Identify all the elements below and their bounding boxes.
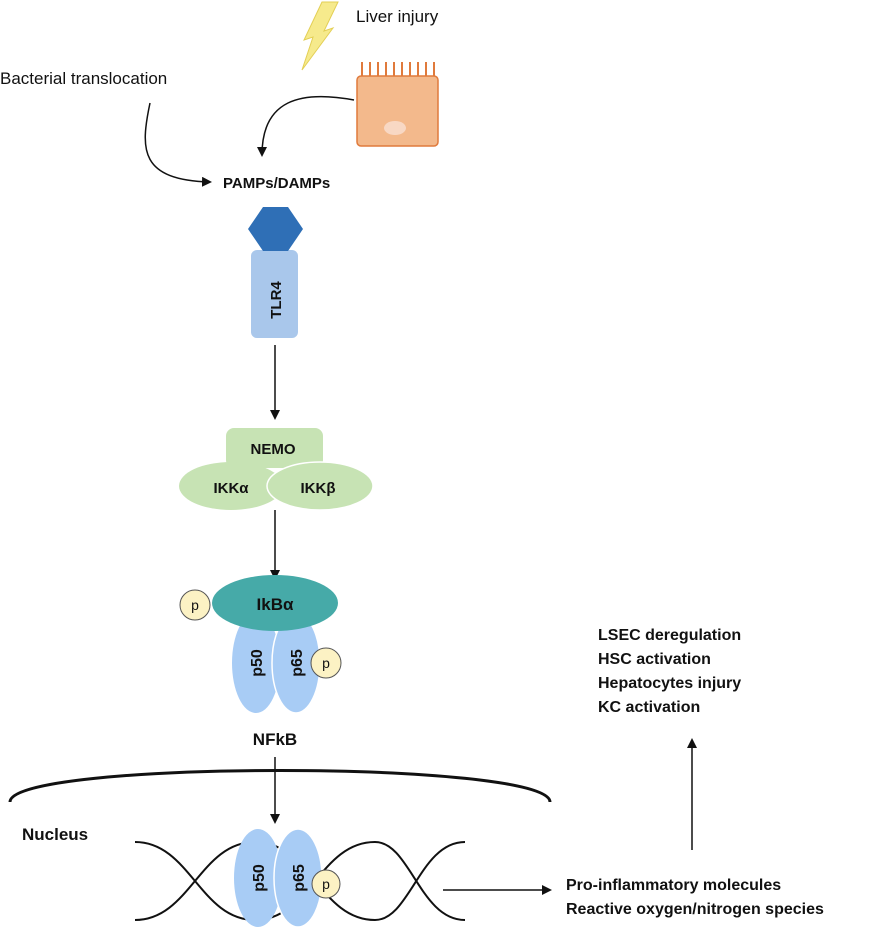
effect-hsc: HSC activation	[598, 651, 711, 668]
output-pro-inflammatory: Pro-inflammatory molecules	[566, 877, 781, 894]
nemo-label: NEMO	[251, 441, 296, 458]
nuclear-membrane	[8, 769, 552, 803]
nfkb-ikb-complex: IkBα p p p50 p65	[179, 575, 342, 714]
tlr4-label: TLR4	[268, 281, 285, 319]
phospho-ikb-label: p	[191, 597, 199, 613]
effect-kc: KC activation	[598, 699, 700, 716]
effect-hepatocytes: Hepatocytes injury	[598, 675, 741, 692]
ikk-alpha-label: IKKα	[213, 480, 249, 497]
p50-label: p50	[249, 649, 266, 677]
nuclear-phospho-label: p	[322, 876, 330, 892]
liver-injury-label: Liver injury	[356, 7, 439, 26]
output-ros-rns: Reactive oxygen/nitrogen species	[566, 901, 824, 918]
pamps-damps-label: PAMPs/DAMPs	[223, 175, 330, 192]
effect-lsec: LSEC deregulation	[598, 627, 741, 644]
ikk-complex: NEMO IKKα IKKβ	[179, 428, 374, 511]
hepatocyte-icon	[356, 62, 439, 147]
phospho-p65-label: p	[322, 655, 330, 671]
ikk-beta-label: IKKβ	[301, 480, 336, 497]
nuclear-nfkb: p p50 p65	[234, 828, 341, 928]
bacterial-arrow	[144, 102, 212, 187]
nucleus-label: Nucleus	[22, 825, 88, 844]
nuclear-p65-label: p65	[291, 864, 308, 892]
injury-arrow	[257, 95, 355, 157]
nuclear-p50-label: p50	[251, 864, 268, 892]
p65-label: p65	[289, 649, 306, 677]
lightning-icon	[301, 1, 339, 71]
bacterial-translocation-label: Bacterial translocation	[0, 69, 167, 88]
tlr4-receptor: TLR4	[248, 207, 303, 338]
ikb-alpha-label: IkBα	[257, 595, 294, 614]
nfkb-label: NFkB	[253, 730, 297, 749]
